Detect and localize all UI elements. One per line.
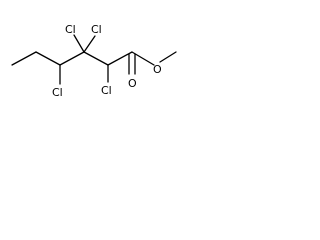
molecule-structure: Cl Cl Cl Cl O O bbox=[11, 23, 177, 99]
bond-c1-o-ester bbox=[131, 51, 155, 66]
bond-c3-cl-right bbox=[83, 35, 96, 53]
bond-c4-c3 bbox=[59, 51, 85, 66]
atom-cl-c3-right: Cl bbox=[91, 23, 102, 36]
bond-o-methyl bbox=[159, 51, 177, 63]
bond-c3-cl-left bbox=[73, 34, 85, 53]
bond-c5-c4 bbox=[35, 51, 61, 66]
bond-c6-c5 bbox=[11, 51, 37, 66]
atom-cl-c2: Cl bbox=[101, 84, 112, 97]
atom-o-ester: O bbox=[153, 63, 162, 76]
atom-cl-c3-left: Cl bbox=[65, 23, 76, 36]
bond-c3-c2 bbox=[83, 51, 109, 66]
bond-c2-c1 bbox=[107, 51, 133, 66]
atom-cl-c4: Cl bbox=[52, 86, 63, 99]
atom-o-carbonyl: O bbox=[128, 77, 137, 90]
